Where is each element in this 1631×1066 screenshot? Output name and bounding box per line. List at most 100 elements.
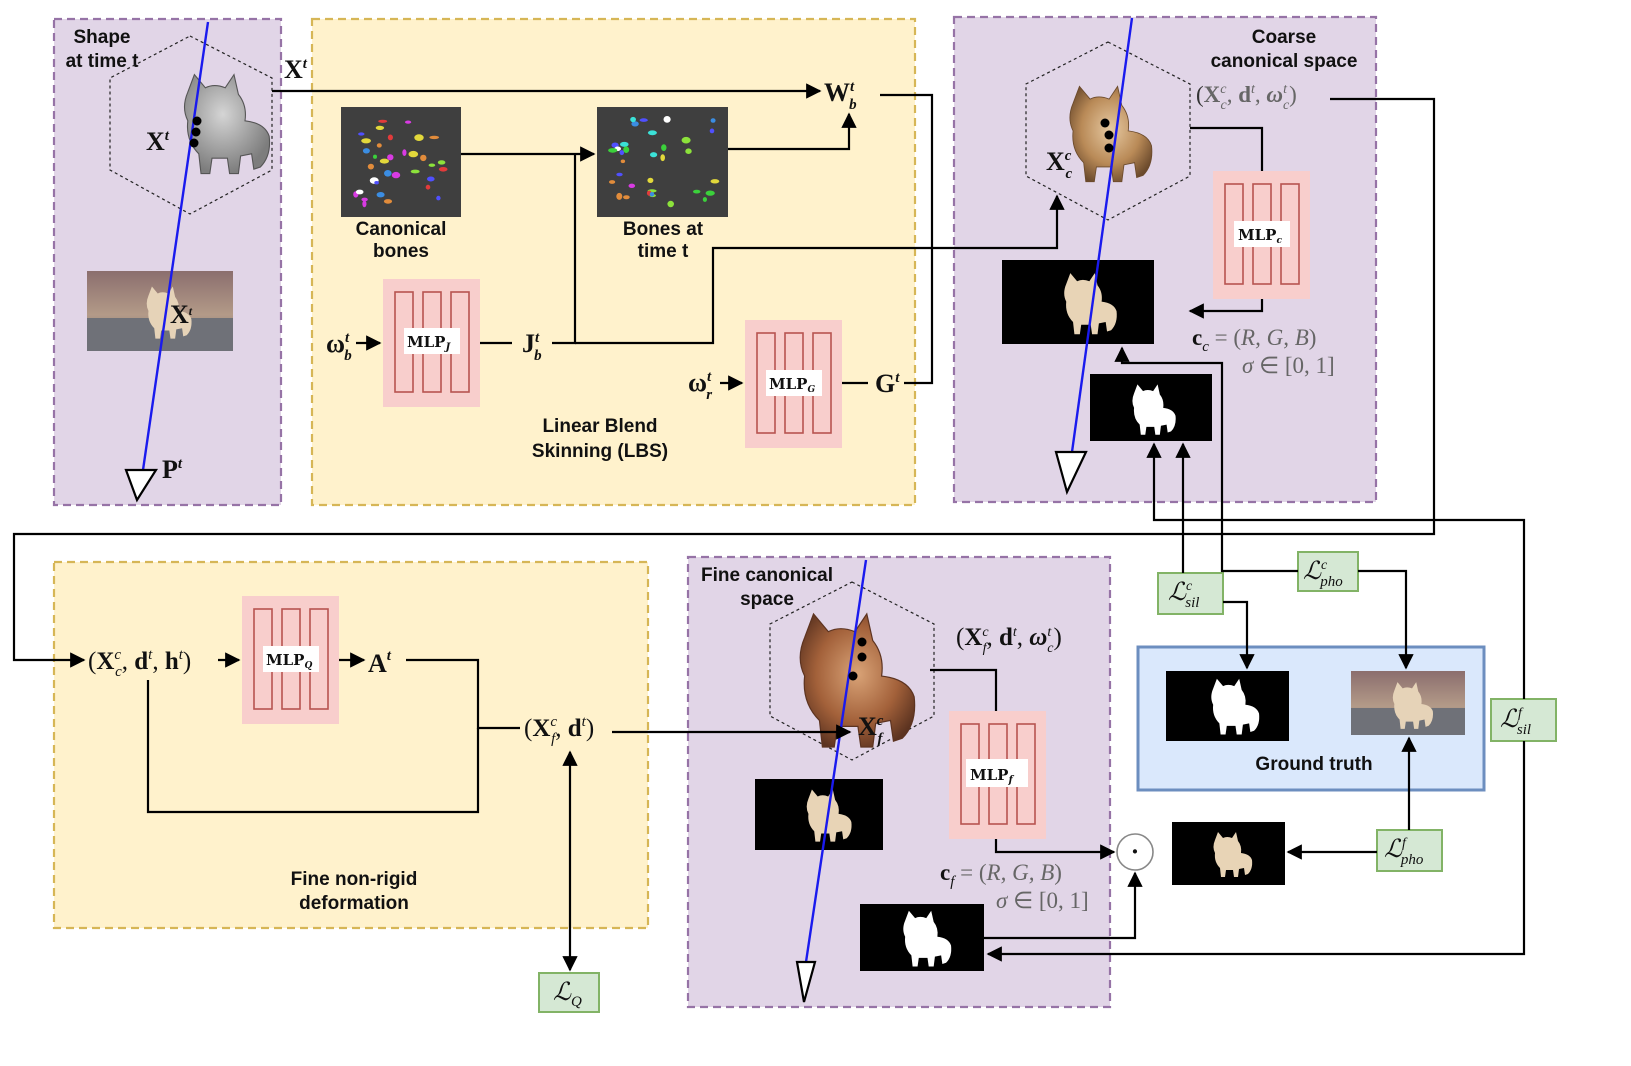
arrow-sil-f-to-fine-sil [986,741,1526,962]
bone-ellipsoid [650,152,658,158]
math-Xt-left: Xt [146,127,170,156]
shape-camera-ray [141,21,210,471]
coarse-bounding-hexagon [1025,41,1191,221]
math-cf-line1: cf = (R, G, B) [940,860,1062,890]
mlp-c-label: MLPc [1238,226,1282,246]
line-a-to-fine-out [406,658,520,730]
bone-ellipsoid [639,118,648,122]
shape-bounding-hexagon [109,35,273,215]
bone-ellipsoid [647,177,654,183]
bone-ellipsoid [376,143,382,148]
arrow-pho-c-to-gt-photo [1358,569,1414,670]
bone-ellipsoid [438,167,448,172]
arrow-bones-to-wb [728,112,857,151]
bone-ellipsoid [429,135,440,140]
bone-ellipsoid [408,150,419,158]
bone-ellipsoid [383,199,393,204]
bone-ellipsoid [358,132,365,136]
bone-ellipsoid [387,134,393,141]
fine-nonrigid-title-2: deformation [299,893,409,914]
mlp-g-block: MLPG [745,320,842,448]
composite-render-image [1172,822,1285,885]
sample-point [1100,118,1110,128]
bone-ellipsoid [685,148,692,154]
bone-ellipsoid [362,148,370,154]
gt-silhouette-image [1166,671,1289,741]
bone-ellipsoid [420,154,427,162]
bone-ellipsoid [660,154,665,162]
shape-camera-cone [124,468,158,503]
line-fine-tuple-to-mlpf [930,668,998,711]
bone-ellipsoid [355,189,364,195]
coarse-title-2: canonical space [1211,51,1358,72]
canonical-bones-label-2: bones [373,241,429,262]
bone-ellipsoid [379,158,389,164]
coarse-camera-cone [1054,450,1088,496]
bone-ellipsoid [609,180,616,184]
arrow-coarse-to-fine-input [12,97,1436,668]
mlp-g-label: MLPG [769,375,815,395]
math-cc-line2: σ ∈ [0, 1] [1242,353,1335,378]
mlp-q-label: MLPQ [266,651,312,671]
lbs-title-1: Linear Blend [542,416,657,437]
sample-point [848,671,858,681]
coarse-silhouette-render [1090,374,1212,441]
bone-ellipsoid [436,195,441,201]
mlp-f-block: MLPf [949,711,1046,839]
sample-point [191,127,201,137]
bone-ellipsoid [375,125,385,130]
arrow-sil-c-to-gt-sil [1223,600,1255,670]
coarse-rgb-render [1002,260,1154,344]
shape-title-1: Shape [73,27,130,48]
bone-ellipsoid [427,176,435,182]
arrow-mlpf-to-odot [994,839,1116,860]
bone-ellipsoid [631,121,639,127]
bone-ellipsoid [405,120,412,124]
bones-time-label-1: Bones at [623,219,704,240]
bone-ellipsoid [362,200,367,208]
gt-photo-image [1351,671,1465,735]
mlp-j-label: MLPJ [407,333,451,353]
coarse-title-1: Coarse [1252,27,1316,48]
mlp-j-block: MLPJ [383,279,480,407]
bone-ellipsoid [667,200,674,208]
sample-point [1104,143,1114,153]
bone-ellipsoid [693,189,701,194]
bones-time-label-2: time t [638,241,689,262]
bone-ellipsoid [681,136,691,144]
bone-ellipsoid [620,141,629,147]
arrow-sil-f-to-coarse-sil [1146,442,1526,699]
bone-ellipsoid [611,142,619,148]
bone-ellipsoid [649,192,655,197]
sample-point [189,138,199,148]
loss-q-box: ℒQ [538,972,600,1013]
bone-ellipsoid [705,190,715,196]
math-Xt-top: Xt [284,55,308,84]
math-At: At [368,648,392,678]
math-Gt: Gt [875,369,900,398]
fine-nonrigid-title-1: Fine non-rigid [291,869,418,890]
math-Xt-photo: Xt [170,300,193,329]
line-skip-path [146,680,480,814]
bone-ellipsoid [702,197,708,202]
bone-ellipsoid [630,116,636,123]
bone-ellipsoid [410,169,420,174]
canonical-bones-image [341,107,461,217]
fine-nonrigid-panel [52,560,650,930]
odot-operator [1116,833,1154,871]
fine-canonical-title-2: space [740,589,794,610]
bone-ellipsoid [619,150,625,156]
arrow-mlpc-to-cc [1188,299,1264,319]
